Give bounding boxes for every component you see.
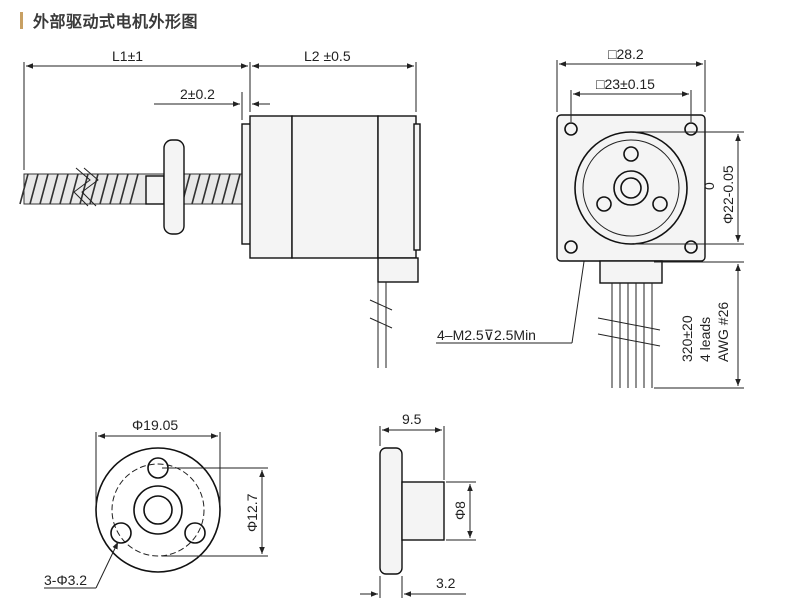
- nut-on-screw: [145, 139, 185, 235]
- dim-boss-dia: Φ8: [452, 501, 468, 520]
- header-accent-bar: [20, 11, 23, 29]
- dim-outer-dia: Φ19.05: [132, 417, 178, 433]
- section-header: 外部驱动式电机外形图: [20, 7, 198, 33]
- lead-screw: [19, 167, 247, 207]
- dim-flange-offset: 2±0.2: [180, 86, 215, 102]
- motor-body: [241, 115, 421, 368]
- side-view: L1±1 L2 ±0.5 2±0.2 4–M2.5⊽2.5Min: [19, 48, 588, 368]
- dim-length: 9.5: [402, 411, 422, 427]
- dim-pilot-main: Φ22-0.05: [720, 165, 736, 224]
- dim-holes: 3-Φ3.2: [44, 572, 87, 588]
- dim-square-outer: □28.2: [608, 46, 644, 62]
- dim-pcd: Φ12.7: [244, 493, 260, 532]
- lead-count: 4 leads: [697, 317, 713, 362]
- dim-mount-holes: 4–M2.5⊽2.5Min: [437, 327, 536, 343]
- nut-front-view: Φ19.05 Φ12.7 3-Φ3.2: [44, 417, 268, 589]
- dim-square-holes: □23±0.15: [596, 76, 655, 92]
- dim-l1: L1±1: [112, 48, 143, 64]
- lead-gauge: AWG #26: [715, 302, 731, 362]
- nut-side-view: 9.5 Φ8 3.2: [360, 411, 476, 598]
- dim-l2: L2 ±0.5: [304, 48, 351, 64]
- dim-flange-thk: 3.2: [436, 575, 456, 591]
- front-view: □28.2 □23±0.15 0 Φ22-0.05 320±20 4 leads…: [556, 46, 744, 389]
- dim-pilot-top: 0: [701, 182, 717, 190]
- section-title: 外部驱动式电机外形图: [33, 12, 199, 31]
- lead-length: 320±20: [679, 315, 695, 362]
